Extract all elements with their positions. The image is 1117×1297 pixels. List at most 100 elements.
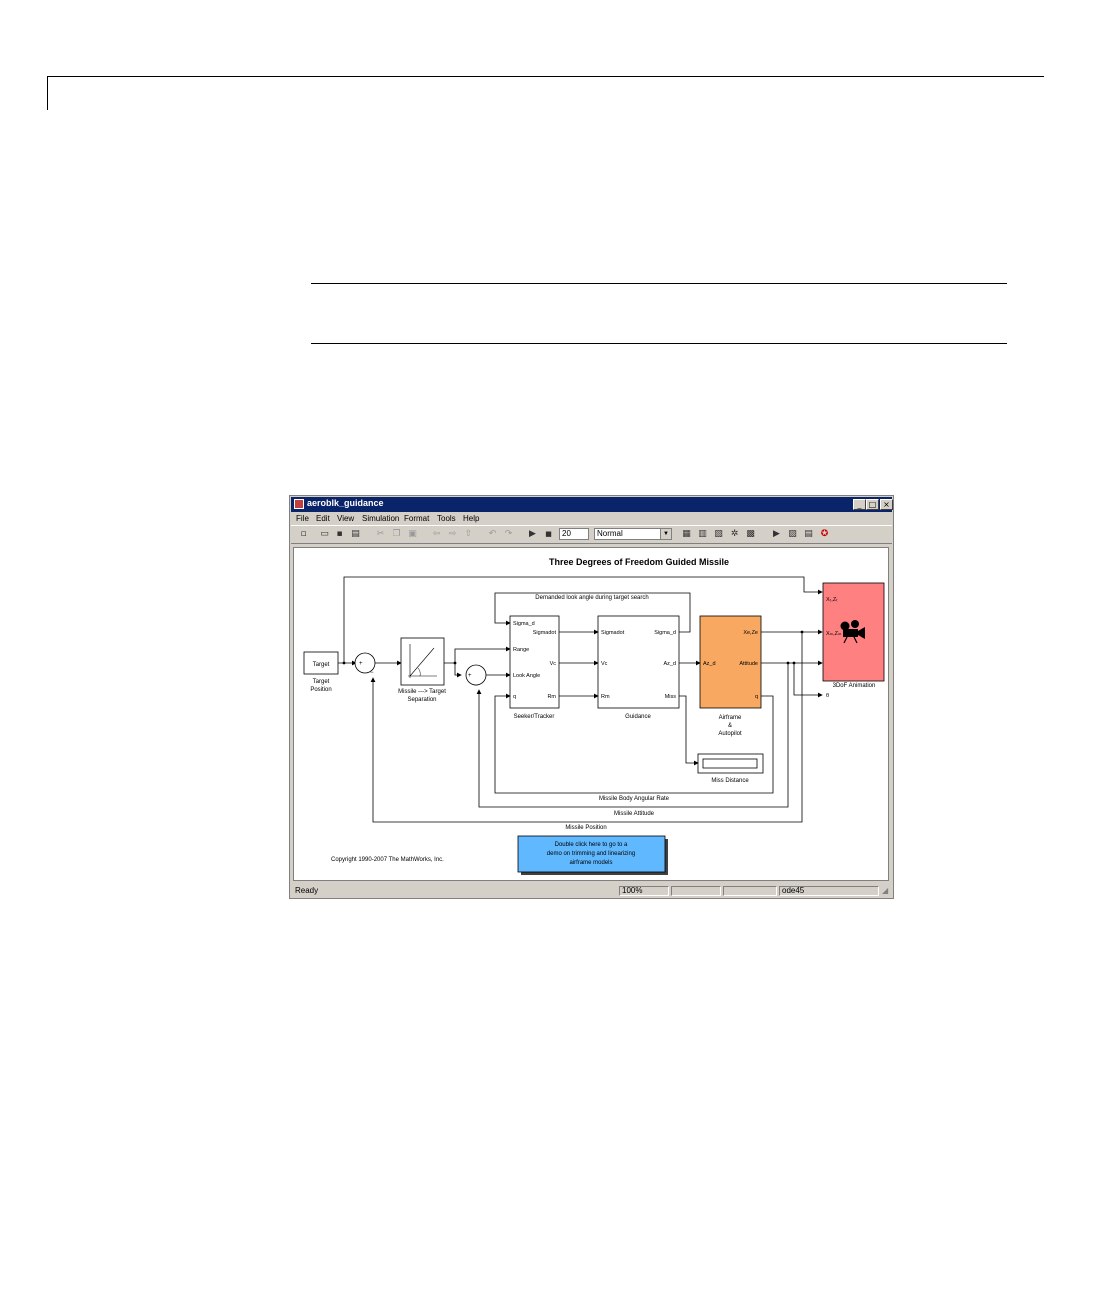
note-line3: airframe models — [569, 860, 612, 866]
menu-file[interactable]: File — [296, 514, 309, 523]
copy-icon[interactable]: ❐ — [392, 529, 401, 539]
status-cell-empty-1 — [671, 886, 721, 896]
menu-edit[interactable]: Edit — [316, 514, 330, 523]
seeker-output-rm: Rm — [547, 694, 556, 700]
title-bar[interactable]: aeroblk_guidance _ □ × — [291, 497, 893, 512]
attitude-label: Missile Attitude — [614, 811, 655, 817]
animation-input-target: Xₜ,Zₜ — [826, 597, 838, 603]
guidance-input-rm: Rm — [601, 694, 610, 700]
forward-icon[interactable]: ⇨ — [448, 529, 457, 539]
maximize-button[interactable]: □ — [866, 499, 879, 510]
guidance-block[interactable]: Sigmadot Vc Rm Sigma_d Az_d Miss — [597, 615, 680, 709]
explorer-icon[interactable]: ▧ — [714, 529, 723, 539]
up-icon[interactable]: ⇧ — [464, 529, 473, 539]
svg-text:+: + — [468, 673, 472, 679]
separation-caption-line2: Separation — [407, 697, 436, 703]
save-icon[interactable]: ▪ — [336, 529, 343, 539]
sum-block-2[interactable]: + − — [465, 664, 487, 689]
svg-text:−: − — [474, 683, 478, 689]
back-icon[interactable]: ⇦ — [432, 529, 441, 539]
demanded-look-angle-label: Demanded look angle during target search — [535, 595, 648, 601]
play-icon[interactable]: ▶ — [529, 529, 536, 539]
library-icon[interactable]: ▥ — [698, 529, 707, 539]
seeker-input-sigma-d: Sigma_d — [513, 621, 535, 627]
menu-view[interactable]: View — [337, 514, 355, 523]
target-block-label: Target — [313, 662, 330, 668]
guidance-output-miss: Miss — [665, 694, 677, 700]
toolbar: ▫ ▭ ▪ ▤ ✂ ❐ ▣ ⇦ ⇨ ⇧ ↶ ↷ ▶ ■ 20 Normal ▼ … — [291, 525, 892, 544]
guidance-input-vc: Vc — [601, 661, 608, 667]
close-button[interactable]: × — [880, 499, 893, 510]
model-canvas[interactable]: Three Degrees of Freedom Guided Missile — [293, 547, 889, 881]
new-icon[interactable]: ▫ — [300, 529, 307, 539]
status-bar: Ready 100% ode45 ◢ — [291, 885, 892, 897]
target-caption-line2: Position — [310, 687, 331, 693]
simulink-window: aeroblk_guidance _ □ × File Edit View Si… — [289, 495, 894, 899]
svg-text:−: − — [370, 670, 374, 676]
menu-format[interactable]: Format — [404, 514, 430, 523]
build-icon[interactable]: ▦ — [682, 529, 691, 539]
note-line2: demo on trimming and linearizing — [547, 851, 635, 857]
simulation-mode-value: Normal — [597, 529, 623, 538]
status-text: Ready — [295, 886, 319, 895]
trim-demo-note-block[interactable]: Double click here to go to a demo on tri… — [517, 835, 668, 875]
page-header-rule — [47, 76, 1044, 77]
animation-input-theta: θ — [826, 693, 829, 699]
menu-help[interactable]: Help — [463, 514, 480, 523]
status-cell-empty-2 — [723, 886, 777, 896]
seeker-input-q: q — [513, 694, 516, 700]
menu-bar: File Edit View Simulation Format Tools H… — [291, 513, 892, 524]
sum-block-1[interactable]: + − — [354, 652, 376, 676]
target-position-block[interactable]: Target — [303, 651, 339, 675]
animation-caption: 3DoF Animation — [833, 683, 876, 689]
configuration-icon[interactable]: ▤ — [804, 529, 813, 539]
airframe-input-az-d: Az_d — [703, 661, 716, 667]
cut-icon[interactable]: ✂ — [376, 529, 385, 539]
separation-block[interactable] — [400, 637, 445, 686]
seeker-tracker-block[interactable]: Sigma_d Range Look Angle q Sigmadot Vc R… — [509, 615, 560, 709]
airframe-caption-line1: Airframe — [719, 715, 742, 721]
miss-distance-caption: Miss Distance — [711, 778, 749, 784]
guidance-output-az-d: Az_d — [663, 661, 676, 667]
profiler-icon[interactable]: ▩ — [746, 529, 755, 539]
chevron-down-icon[interactable]: ▼ — [660, 529, 671, 539]
diagram-title: Three Degrees of Freedom Guided Missile — [549, 557, 729, 567]
movie-camera-icon — [840, 620, 865, 644]
debug-icon[interactable]: ✲ — [730, 529, 739, 539]
print-icon[interactable]: ▤ — [351, 529, 360, 539]
paste-icon[interactable]: ▣ — [408, 529, 417, 539]
simulink-app-icon — [294, 499, 304, 509]
menu-tools[interactable]: Tools — [437, 514, 456, 523]
seeker-output-vc: Vc — [550, 661, 557, 667]
guidance-input-sigmadot: Sigmadot — [601, 630, 625, 636]
simulation-mode-select[interactable]: Normal ▼ — [594, 528, 672, 540]
seeker-input-range: Range — [513, 647, 529, 653]
stop-icon[interactable]: ■ — [545, 530, 552, 538]
miss-distance-display[interactable] — [697, 753, 764, 774]
block-diagram: Three Degrees of Freedom Guided Missile — [303, 557, 885, 875]
model-explorer-icon[interactable]: ▨ — [788, 529, 797, 539]
note-rule-bottom — [311, 343, 1007, 344]
seeker-caption: Seeker/Tracker — [514, 714, 555, 720]
seeker-output-sigmadot: Sigmadot — [533, 630, 557, 636]
solver-name: ode45 — [779, 886, 879, 896]
minimize-button[interactable]: _ — [853, 499, 866, 510]
note-rule-top — [311, 283, 1007, 284]
menu-simulation[interactable]: Simulation — [362, 514, 400, 523]
open-icon[interactable]: ▭ — [320, 529, 329, 539]
stop-time-input[interactable]: 20 — [559, 528, 589, 540]
airframe-autopilot-block[interactable]: Az_d Xe,Ze Attitude q — [699, 615, 762, 709]
redo-icon[interactable]: ↷ — [504, 529, 513, 539]
help-target-icon[interactable]: ✪ — [820, 529, 829, 539]
animation-block[interactable]: Xₜ,Zₜ Xₘ,Zₘ θ — [822, 582, 885, 699]
airframe-output-xe-ze: Xe,Ze — [743, 630, 758, 636]
target-caption-line1: Target — [313, 679, 330, 685]
position-label: Missile Position — [565, 825, 606, 831]
body-rate-label: Missile Body Angular Rate — [599, 796, 670, 802]
guidance-caption: Guidance — [625, 714, 651, 720]
undo-icon[interactable]: ↶ — [488, 529, 497, 539]
copyright-text: Copyright 1990-2007 The MathWorks, Inc. — [331, 857, 444, 863]
resize-grip-icon[interactable]: ◢ — [882, 886, 889, 895]
update-icon[interactable]: ▶ — [773, 529, 780, 539]
guidance-output-sigma-d: Sigma_d — [654, 630, 676, 636]
